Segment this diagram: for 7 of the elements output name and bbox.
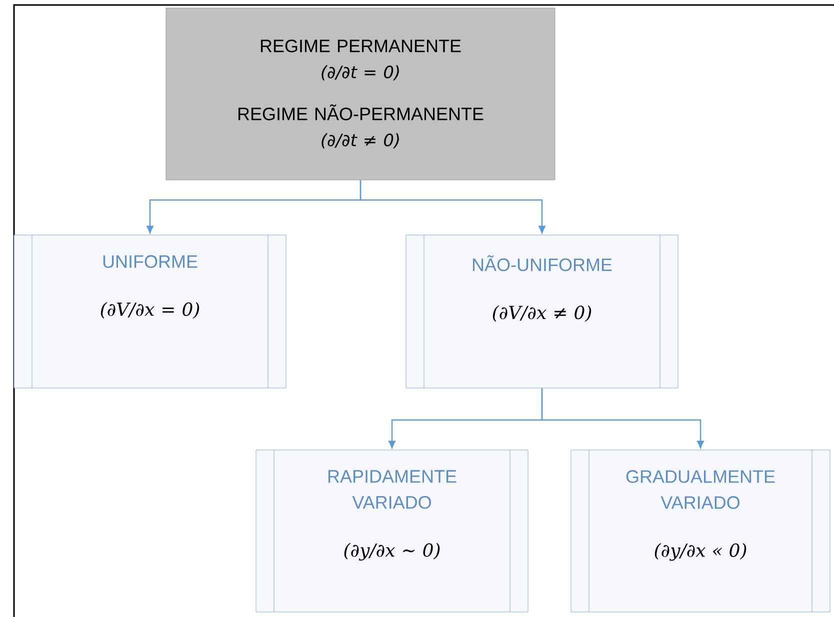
- process-box: NÃO-UNIFORME (∂V/∂x ≠ 0): [406, 234, 678, 388]
- process-box: GRADUALMENTE VARIADO (∂y/∂x « 0): [570, 450, 830, 612]
- state-box: REGIME PERMANENTE (∂/∂t = 0) REGIME NÃO-PERMANENTE (∂/∂t ≠ 0): [166, 8, 556, 180]
- process-box: UNIFORME (∂V/∂x = 0): [14, 234, 286, 388]
- connector-arrow: [541, 388, 704, 448]
- connector-arrow: [360, 180, 546, 234]
- process-box: RAPIDAMENTE VARIADO (∂y/∂x ∼ 0): [256, 450, 528, 612]
